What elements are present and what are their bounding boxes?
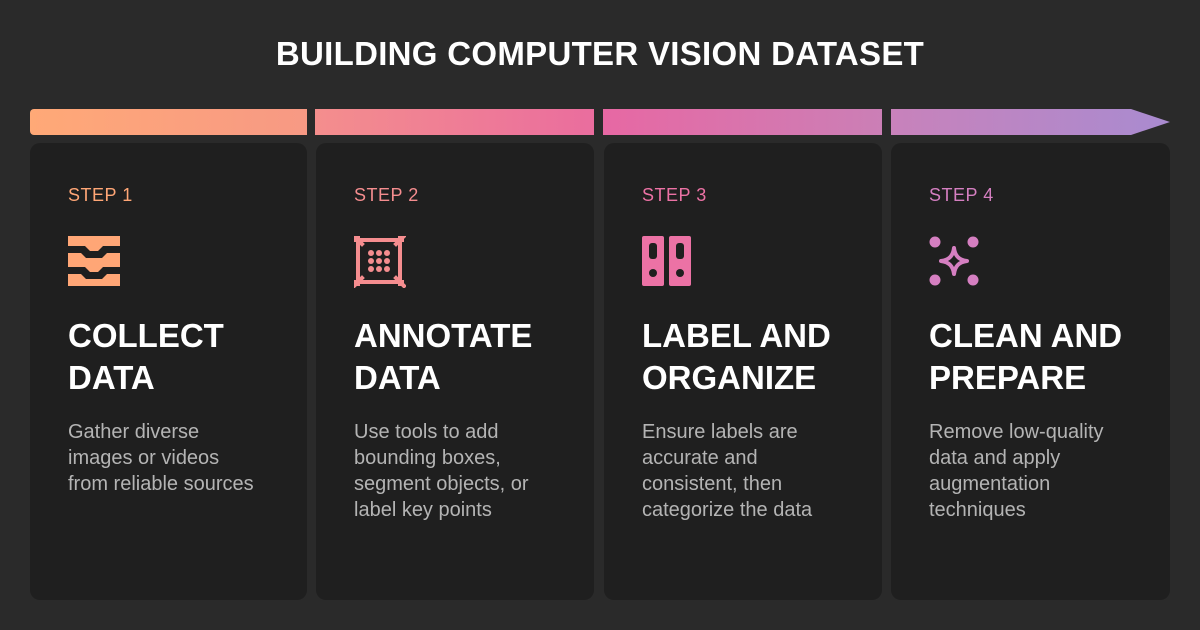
step-heading-line: DATA [68,359,155,396]
step-heading-line: DATA [354,359,441,396]
bounding-box-icon [354,236,406,288]
step-label: STEP 2 [354,185,419,205]
step-description-line: segment objects, or [354,473,529,495]
step-label: STEP 3 [642,185,707,205]
step-description-line: Remove low-quality [929,421,1104,443]
step-description-line: bounding boxes, [354,447,501,469]
step-card-clean-and-prepare: STEP 4 CLEAN AND PREPARE Remove low-qual… [891,143,1170,600]
step-card-collect-data: STEP 1 COLLECT DATA Gather diverse image… [30,143,307,600]
step-heading: LABEL AND ORGANIZE [642,315,872,399]
step-heading-line: ANNOTATE [354,317,533,354]
step-description-line: from reliable sources [68,473,254,495]
step-description-line: label key points [354,499,492,521]
progress-segment-step-1 [30,109,307,135]
step-heading-line: ORGANIZE [642,359,817,396]
step-description: Remove low-quality data and apply augmen… [929,419,1154,523]
step-description-line: Gather diverse [68,421,200,443]
step-description-line: Ensure labels are [642,421,798,443]
step-label: STEP 1 [68,185,133,205]
step-heading-line: LABEL AND [642,317,831,354]
step-description: Gather diverse images or videos from rel… [68,419,293,497]
step-heading-line: CLEAN AND [929,317,1123,354]
step-description-line: augmentation [929,473,1051,495]
step-description-line: images or videos [68,447,220,469]
progress-segment-step-4-arrow [891,109,1170,135]
step-heading: COLLECT DATA [68,315,298,399]
step-card-annotate-data: STEP 2 [316,143,594,600]
step-description: Ensure labels are accurate and consisten… [642,419,867,523]
inbox-tray-icon [68,236,120,288]
step-heading: CLEAN AND PREPARE [929,315,1159,399]
progress-segment-step-2 [315,109,594,135]
sparkle-icon [929,236,981,288]
binders-icon [642,236,694,288]
step-description-line: categorize the data [642,499,813,521]
step-label: STEP 4 [929,185,994,205]
page-title: BUILDING COMPUTER VISION DATASET [275,35,925,72]
step-description-line: consistent, then [642,473,783,495]
step-description-line: accurate and [642,447,758,469]
step-heading-line: COLLECT [68,317,224,354]
step-heading: ANNOTATE DATA [354,315,584,399]
step-description: Use tools to add bounding boxes, segment… [354,419,579,523]
step-description-line: data and apply [929,447,1061,469]
step-heading-line: PREPARE [929,359,1087,396]
step-description-line: Use tools to add [354,421,499,443]
progress-segment-step-3 [603,109,882,135]
step-card-label-and-organize: STEP 3 LABEL AND ORGANIZE Ensure labels … [604,143,882,600]
step-description-line: techniques [929,499,1026,521]
